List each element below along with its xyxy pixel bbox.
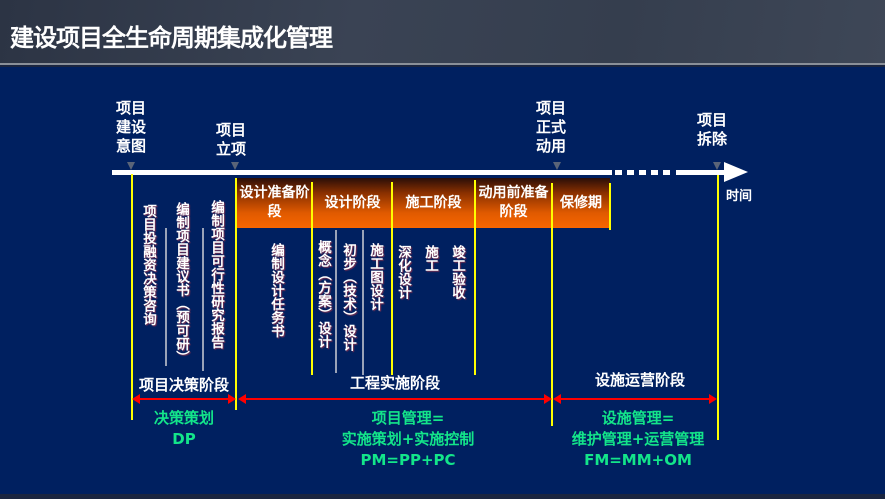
task-investment-consulting: 项目投融资决策咨询 <box>140 204 156 326</box>
management-line: 维护管理+运营管理 <box>571 430 705 448</box>
task-feasibility-report: 编制项目可行性研究报告 <box>208 200 224 349</box>
task-construction-drawings: 施工图设计 <box>367 243 383 311</box>
management-line: 决策策划 <box>153 409 215 427</box>
stage-operation: 设施运营阶段 <box>594 371 686 389</box>
separator <box>362 230 364 375</box>
task-preliminary-design: 初步（技术）设计 <box>340 243 356 351</box>
task-detailed-design: 深化设计 <box>395 245 411 299</box>
divider <box>609 183 611 230</box>
span-arrow-operation <box>553 394 717 404</box>
span-arrow-decision <box>132 394 236 404</box>
phase-design-prep: 设计准备阶段 <box>239 185 310 220</box>
stage-decision: 项目决策阶段 <box>138 376 230 394</box>
management-decision: 决策策划 DP <box>154 408 214 450</box>
marker-icon <box>553 162 561 170</box>
management-line: PM=PP+PC <box>360 451 456 469</box>
task-completion-acceptance: 竣工验收 <box>449 245 465 299</box>
phase-warranty: 保修期 <box>560 194 602 211</box>
timeline-axis <box>112 170 612 175</box>
management-implementation: 项目管理= 实施策划+实施控制 PM=PP+PC <box>342 408 475 471</box>
divider <box>131 174 133 420</box>
timeline-arrowhead-icon <box>724 162 748 182</box>
divider <box>474 180 476 375</box>
task-project-proposal: 编制项目建议书（预可研） <box>173 202 189 364</box>
page-title: 建设项目全生命周期集成化管理 <box>10 24 333 52</box>
timeline-axis-end <box>676 170 726 175</box>
divider <box>717 175 719 440</box>
marker-icon <box>231 162 239 170</box>
task-design-brief: 编制设计任务书 <box>268 243 284 338</box>
management-line: FM=MM+OM <box>584 451 692 469</box>
milestone-demolition: 项目拆除 <box>697 111 728 148</box>
milestone-operation: 项目正式动用 <box>536 99 567 155</box>
management-line: 实施策划+实施控制 <box>341 430 475 448</box>
management-line: DP <box>172 430 196 448</box>
management-line: 设施管理= <box>601 409 675 427</box>
divider <box>235 178 237 410</box>
milestone-approval: 项目立项 <box>216 121 247 158</box>
separator <box>165 228 167 366</box>
phase-construction: 施工阶段 <box>405 194 462 211</box>
phase-pre-operation: 动用前准备阶段 <box>478 185 549 220</box>
span-arrow-implementation <box>238 394 552 404</box>
divider <box>551 183 553 426</box>
header-bar: 建设项目全生命周期集成化管理 <box>0 0 885 65</box>
divider <box>391 182 393 375</box>
marker-icon <box>713 162 721 170</box>
time-label: 时间 <box>726 189 753 204</box>
separator <box>335 230 337 373</box>
task-construction: 施工 <box>422 245 438 272</box>
timeline-dashes <box>615 170 675 175</box>
phase-design: 设计阶段 <box>324 194 381 211</box>
task-concept-design: 概念（方案）设计 <box>315 240 331 348</box>
milestone-intent: 项目建设意图 <box>116 99 147 155</box>
phase-band <box>236 178 610 228</box>
divider <box>311 182 313 375</box>
stage-implementation: 工程实施阶段 <box>349 374 441 392</box>
separator <box>202 228 204 371</box>
management-line: 项目管理= <box>371 409 445 427</box>
marker-icon <box>127 162 135 170</box>
diagram-area <box>0 67 885 494</box>
management-operation: 设施管理= 维护管理+运营管理 FM=MM+OM <box>572 408 705 471</box>
